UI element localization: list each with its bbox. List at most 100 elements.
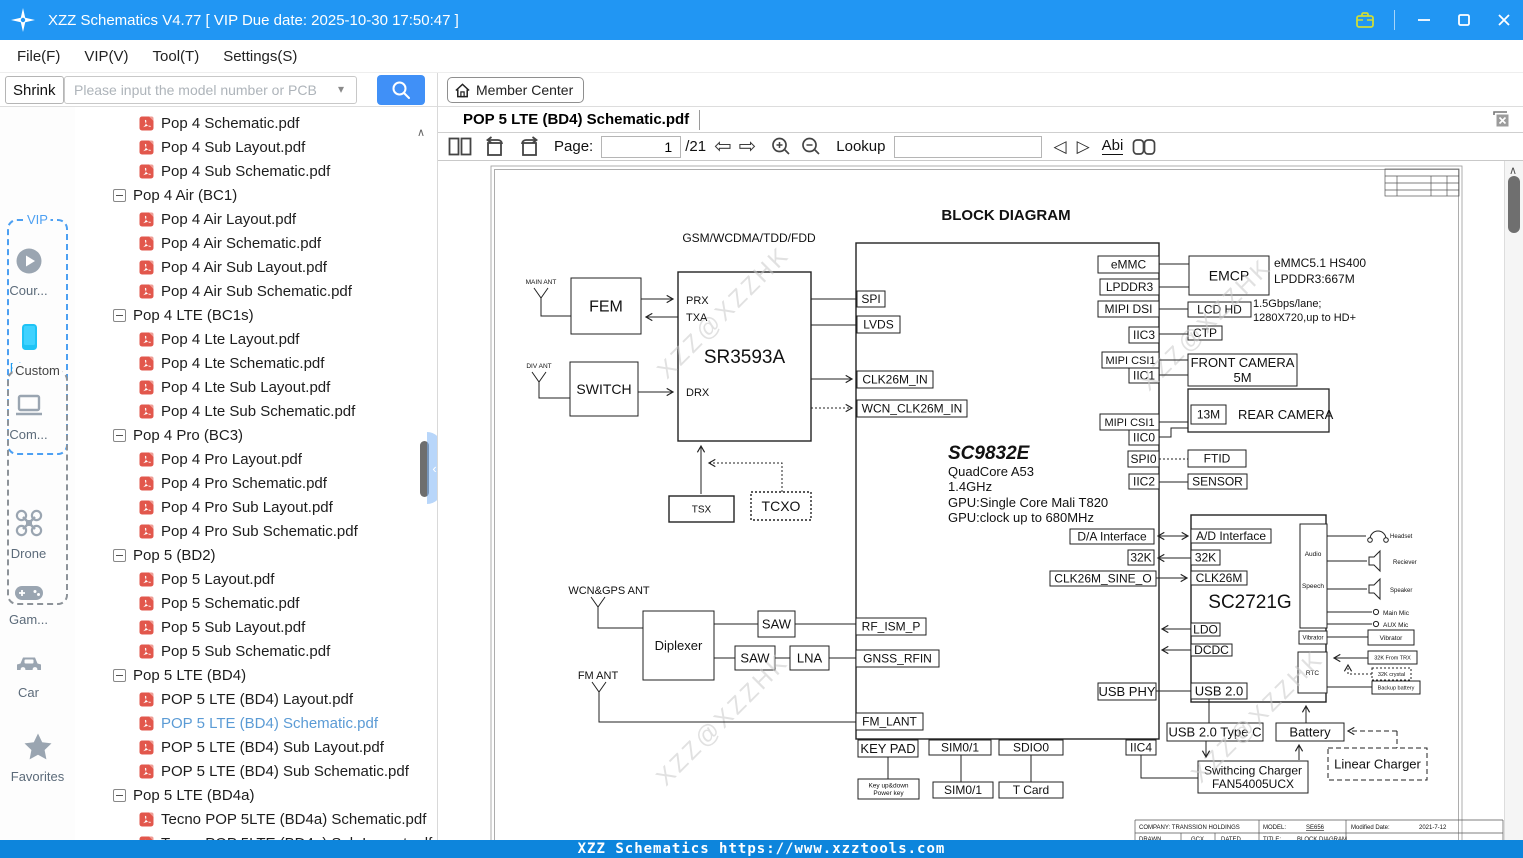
iic3-label: IIC3 — [1133, 328, 1155, 342]
sidebar-item-computer[interactable]: Com... — [0, 393, 57, 442]
tree-file[interactable]: Pop 4 Sub Schematic.pdf — [75, 159, 437, 183]
tree-file[interactable]: Pop 4 Lte Schematic.pdf — [75, 351, 437, 375]
model-search-input[interactable] — [64, 76, 357, 104]
rotate-right-icon[interactable] — [517, 136, 540, 157]
pdf-scrollbar[interactable]: ∧ — [1504, 161, 1523, 840]
sidebar-item-courses[interactable]: Cour... — [0, 247, 57, 298]
zoom-out-icon[interactable] — [800, 136, 822, 158]
briefcase-icon[interactable] — [1354, 9, 1376, 31]
lcd-note-2: 1280X720,up to HD+ — [1253, 312, 1356, 324]
previous-result-icon[interactable]: ◁ — [1053, 137, 1067, 156]
pdf-file-icon — [139, 284, 154, 298]
search-button[interactable] — [377, 75, 425, 105]
main-mic-icon — [1372, 608, 1380, 616]
usb-phy-label: USB PHY — [1098, 684, 1155, 699]
side-by-side-icon[interactable] — [1132, 138, 1156, 156]
car-icon — [16, 657, 41, 672]
menu-tool[interactable]: Tool(T) — [152, 47, 200, 65]
tree-group[interactable]: Pop 5 LTE (BD4a) — [75, 783, 437, 807]
pdf-scroll-up-icon[interactable]: ∧ — [1509, 165, 1518, 177]
collapse-icon[interactable] — [113, 308, 126, 322]
match-case-icon[interactable]: Abi — [1101, 136, 1124, 156]
previous-page-icon[interactable]: ⇦ — [714, 135, 732, 158]
tree-file[interactable]: Pop 4 Schematic.pdf — [75, 111, 437, 135]
tree-file[interactable]: Pop 5 Schematic.pdf — [75, 591, 437, 615]
32k-left-label: 32K — [1130, 551, 1151, 565]
close-document-icon[interactable] — [1491, 110, 1511, 134]
sidebar-item-drone[interactable]: Drone — [0, 508, 57, 561]
category-rail: VIP Cour... Phone Com... Custom — [0, 107, 75, 840]
tree-group[interactable]: Pop 5 LTE (BD4) — [75, 663, 437, 687]
tree-file[interactable]: POP 5 LTE (BD4) Layout.pdf — [75, 687, 437, 711]
close-button[interactable] — [1493, 9, 1515, 31]
menu-vip[interactable]: VIP(V) — [84, 47, 129, 65]
next-result-icon[interactable]: ▷ — [1076, 137, 1090, 156]
chevron-down-icon[interactable]: ▾ — [338, 82, 345, 96]
tree-file[interactable]: POP 5 LTE (BD4) Sub Layout.pdf — [75, 735, 437, 759]
tree-file[interactable]: POP 5 LTE (BD4) Schematic.pdf — [75, 711, 437, 735]
tree-scrollbar-thumb[interactable] — [420, 441, 429, 497]
collapse-icon[interactable] — [113, 428, 126, 442]
member-center-label: Member Center — [476, 82, 574, 98]
tree-file[interactable]: Pop 4 Pro Sub Layout.pdf — [75, 495, 437, 519]
tree-group[interactable]: Pop 4 Pro (BC3) — [75, 423, 437, 447]
tree-group[interactable]: Pop 5 (BD2) — [75, 543, 437, 567]
tree-file[interactable]: Pop 5 Layout.pdf — [75, 567, 437, 591]
headset-label: Headset — [1390, 534, 1413, 540]
collapse-icon[interactable] — [113, 788, 126, 802]
tree-file[interactable]: Pop 4 Air Schematic.pdf — [75, 231, 437, 255]
tree-file[interactable]: Pop 4 Pro Layout.pdf — [75, 447, 437, 471]
next-page-icon[interactable]: ⇨ — [738, 135, 757, 158]
tree-file[interactable]: Pop 4 Pro Sub Schematic.pdf — [75, 519, 437, 543]
app-logo-icon — [11, 8, 35, 32]
active-document-tab[interactable]: POP 5 LTE (BD4) Schematic.pdf — [463, 111, 690, 128]
rotate-left-icon[interactable] — [484, 136, 507, 157]
tree-file[interactable]: Pop 4 Air Layout.pdf — [75, 207, 437, 231]
tree-file[interactable]: Pop 5 Sub Layout.pdf — [75, 615, 437, 639]
zoom-in-icon[interactable] — [770, 136, 792, 158]
ad-interface-block — [1190, 528, 1272, 544]
minimize-button[interactable] — [1413, 9, 1435, 31]
tree-file[interactable]: Pop 4 Sub Layout.pdf — [75, 135, 437, 159]
tree-file[interactable]: Pop 4 Pro Schematic.pdf — [75, 471, 437, 495]
tb-dated: DATED — [1221, 837, 1242, 840]
member-center-button[interactable]: Member Center — [447, 77, 585, 103]
tree-file[interactable]: POP 5 LTE (BD4) Sub Schematic.pdf — [75, 759, 437, 783]
page-number-input[interactable] — [601, 135, 682, 158]
tb-modified-label: Modified Date: — [1351, 825, 1390, 831]
clk26m-label: CLK26M — [1196, 571, 1243, 585]
collapse-icon[interactable] — [113, 668, 126, 682]
tree-file[interactable]: Pop 4 Air Sub Layout.pdf — [75, 255, 437, 279]
sidebar-item-car[interactable]: Car — [0, 651, 57, 700]
sidebar-item-game[interactable]: Gam... — [0, 582, 57, 627]
maximize-button[interactable] — [1453, 9, 1475, 31]
title-bar: XZZ Schematics V4.77 [ VIP Due date: 202… — [0, 0, 1523, 40]
lookup-input[interactable] — [893, 135, 1042, 158]
two-page-view-icon[interactable] — [448, 137, 472, 156]
tree-file[interactable]: Pop 4 Air Sub Schematic.pdf — [75, 279, 437, 303]
shrink-button[interactable]: Shrink — [5, 76, 64, 104]
tree-file[interactable]: Tecno POP 5LTE (BD4a) Schematic.pdf — [75, 807, 437, 831]
tree-file[interactable]: Pop 5 Sub Schematic.pdf — [75, 639, 437, 663]
pdf-file-icon — [139, 116, 154, 130]
pdf-file-icon — [139, 140, 154, 154]
tree-file[interactable]: Pop 4 Lte Sub Schematic.pdf — [75, 399, 437, 423]
tree-file[interactable]: Pop 4 Lte Layout.pdf — [75, 327, 437, 351]
soc-spec-4: GPU:clock up to 680MHz — [948, 510, 1094, 525]
sidebar-item-favorites[interactable]: Favorites — [9, 732, 66, 784]
menu-file[interactable]: File(F) — [17, 47, 61, 65]
collapse-icon[interactable] — [113, 548, 126, 562]
pdf-scrollbar-thumb[interactable] — [1508, 176, 1520, 233]
tree-file[interactable]: Tecno POP 5LTE (BD4a) Sub Layout.pdf — [75, 831, 437, 840]
tree-file[interactable]: Pop 4 Lte Sub Layout.pdf — [75, 375, 437, 399]
tree-scroll-up-icon[interactable]: ∧ — [417, 127, 426, 139]
collapse-icon[interactable] — [113, 188, 126, 202]
rtc-block — [1297, 651, 1328, 694]
menu-settings[interactable]: Settings(S) — [223, 47, 298, 65]
tree-group[interactable]: Pop 4 LTE (BC1s) — [75, 303, 437, 327]
tree-item-label: Pop 4 Air Schematic.pdf — [161, 234, 322, 252]
tree-group[interactable]: Pop 4 Air (BC1) — [75, 183, 437, 207]
lna-label: LNA — [797, 651, 823, 666]
